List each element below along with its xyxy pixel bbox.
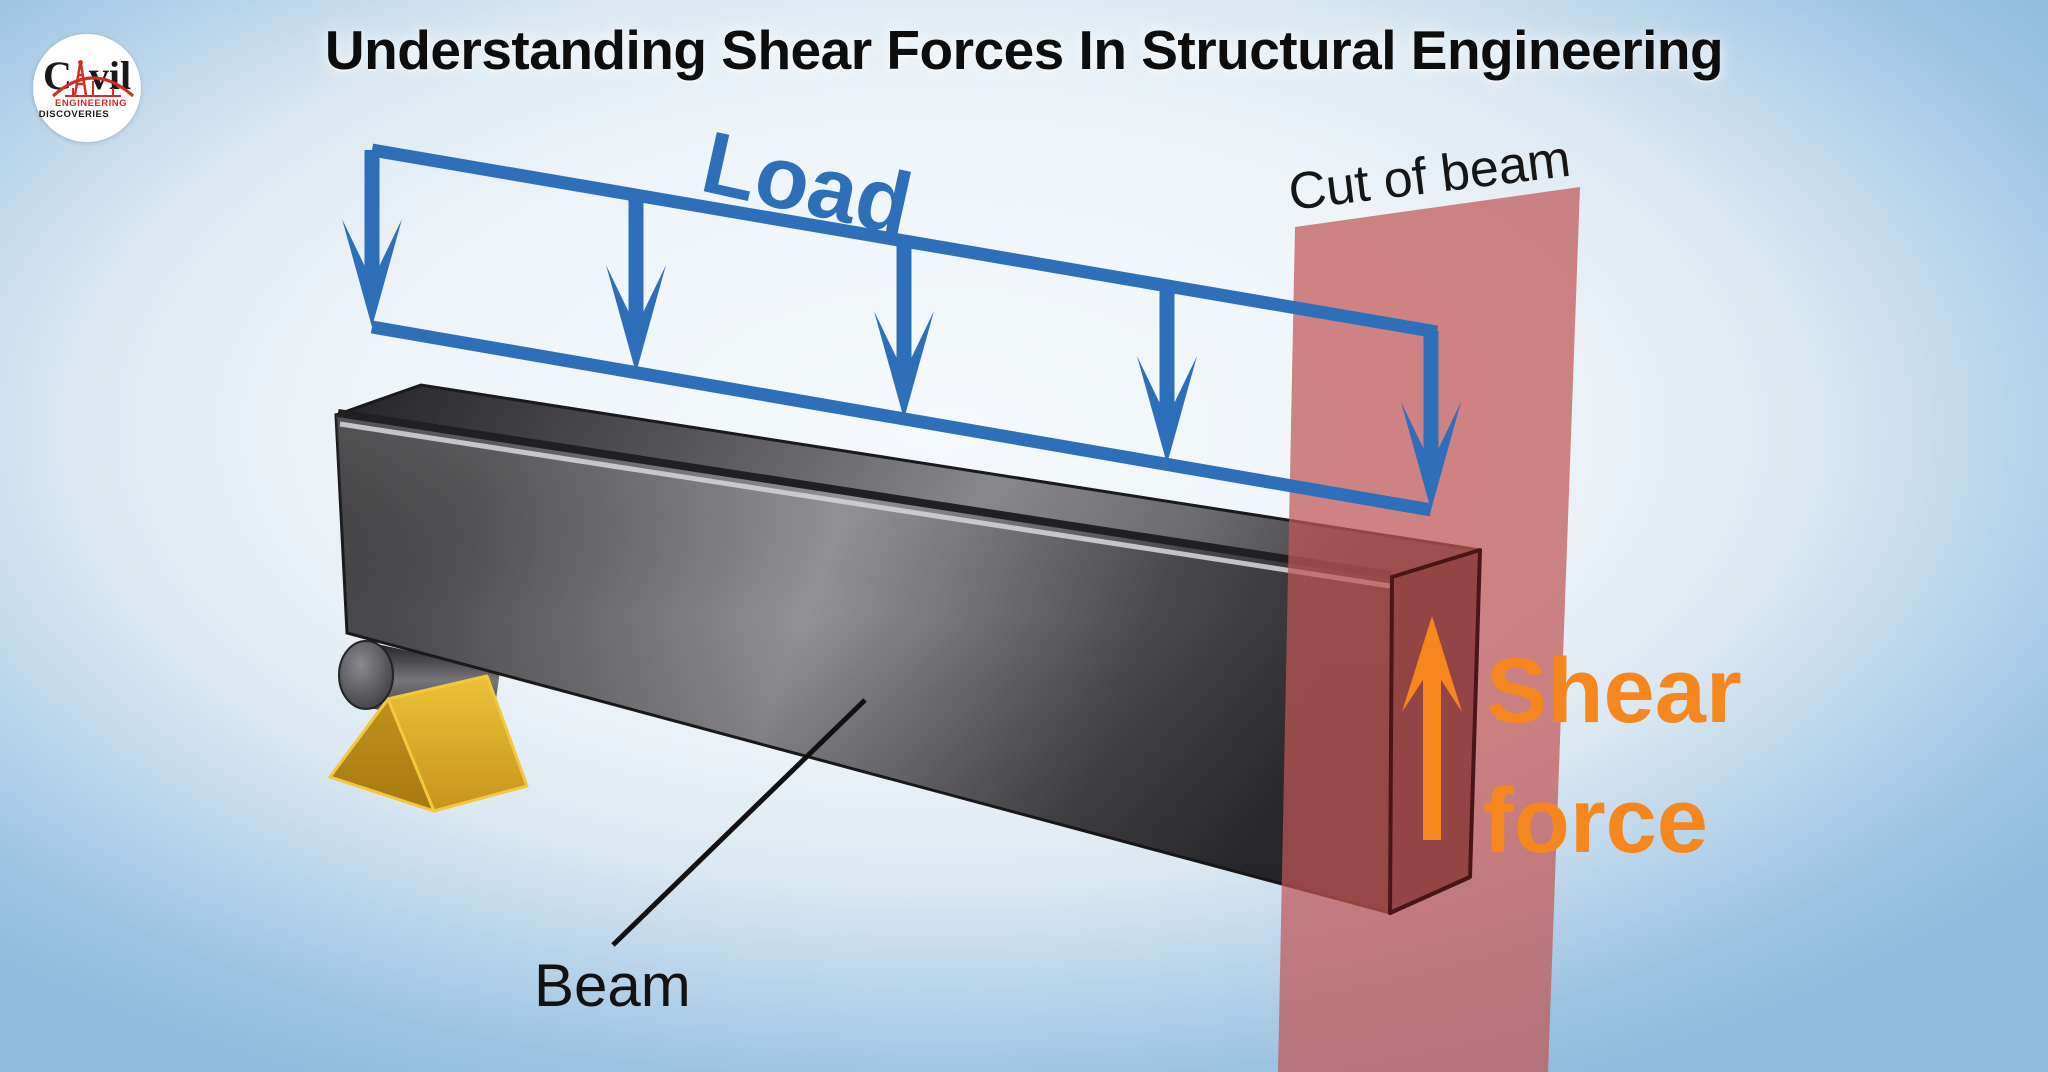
shear-force-label-line2: force bbox=[1483, 770, 1708, 872]
load-arrow-4 bbox=[1137, 286, 1197, 464]
arrow-down-icon bbox=[1401, 402, 1461, 510]
roller-face-icon bbox=[338, 640, 394, 710]
load-bracket bbox=[342, 143, 1461, 517]
load-arrow-3 bbox=[874, 241, 934, 419]
arrow-down-icon bbox=[1137, 356, 1197, 464]
support-left-face bbox=[328, 697, 436, 813]
beam-top-edge-highlight bbox=[339, 421, 1391, 589]
load-arrow-2 bbox=[606, 195, 666, 373]
logo-letters-vil: vil bbox=[88, 53, 132, 98]
logo-wordmark: C vil bbox=[42, 53, 134, 98]
bridge-pylon-icon bbox=[73, 60, 88, 96]
arrow-up-icon bbox=[1402, 616, 1462, 712]
logo: C vil ENGINEERING DISCOVERIES bbox=[33, 34, 141, 142]
beam-top-edge-dark-line bbox=[337, 409, 1392, 579]
page-title: Understanding Shear Forces In Structural… bbox=[324, 19, 1724, 81]
shear-arrow bbox=[1402, 616, 1462, 840]
logo-letter-c: C bbox=[42, 53, 72, 98]
load-arrow-1 bbox=[342, 150, 402, 327]
support-block bbox=[328, 674, 529, 813]
logo-subtitle-engineering: ENGINEERING bbox=[54, 98, 127, 109]
cut-cap-outline bbox=[1388, 548, 1482, 915]
load-arrow-5 bbox=[1401, 331, 1461, 510]
load-bottom-line bbox=[370, 320, 1433, 517]
shear-force-label-line1: Shear bbox=[1486, 640, 1742, 742]
arrow-down-icon bbox=[874, 311, 934, 419]
beam-pointer-line bbox=[611, 698, 867, 947]
shear-arrow-shaft bbox=[1423, 666, 1441, 840]
logo-subtitle-discoveries: DISCOVERIES bbox=[38, 109, 110, 120]
arrow-down-icon bbox=[606, 265, 666, 373]
beam-label: Beam bbox=[534, 952, 691, 1019]
arrow-down-icon bbox=[342, 219, 402, 327]
beam-front-shade bbox=[336, 415, 1392, 913]
